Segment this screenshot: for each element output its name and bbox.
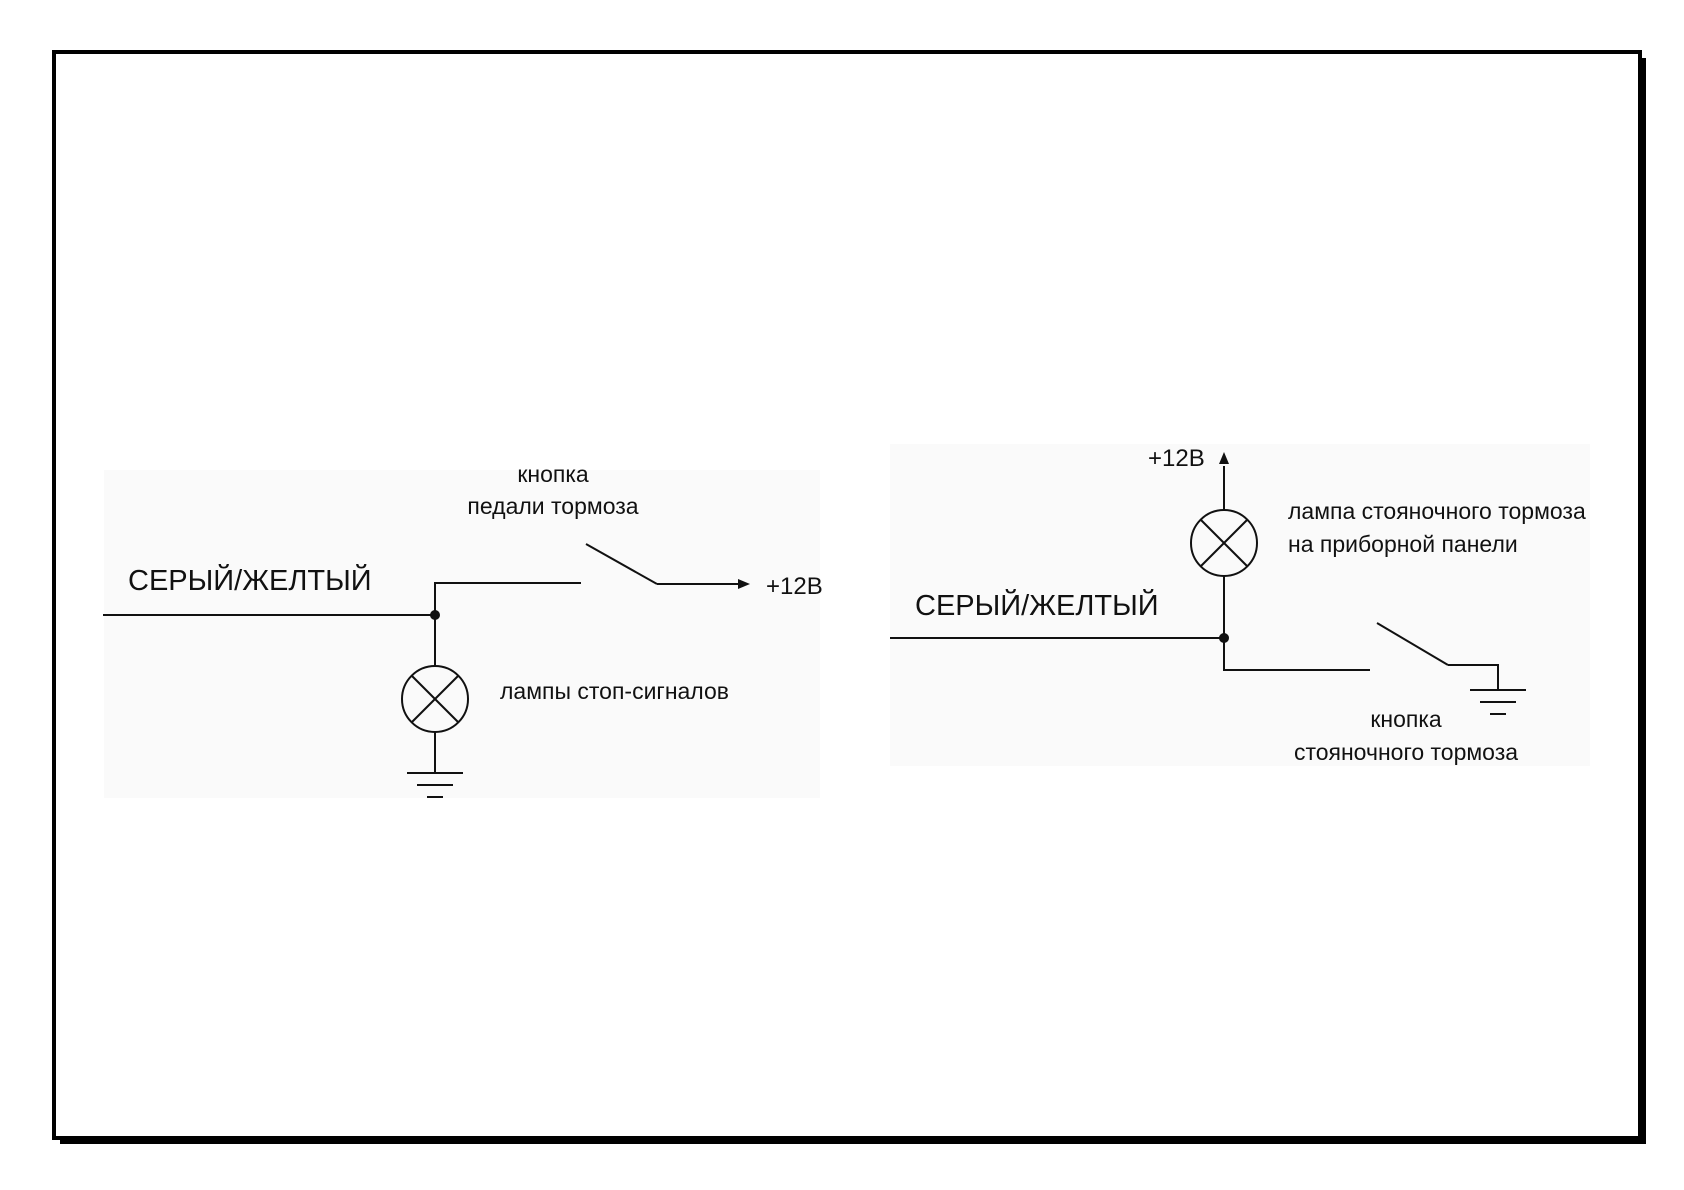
left-supply-label: +12В — [766, 573, 823, 600]
right-supply-label: +12В — [1148, 445, 1205, 472]
right-ground-icon — [1470, 689, 1526, 715]
left-switch-label-line2: педали тормоза — [467, 493, 638, 519]
right-lamp-label-line2: на приборной панели — [1288, 531, 1518, 557]
right-switch-label-line1: кнопка — [1370, 706, 1442, 732]
right-supply-arrow-icon — [1219, 452, 1229, 464]
left-switch-wire — [434, 582, 581, 615]
right-wire-label: СЕРЫЙ/ЖЕЛТЫЙ — [915, 588, 1159, 622]
right-switch-wire — [1223, 638, 1370, 671]
left-diagram: СЕРЫЙ/ЖЕЛТЫЙ +12В кнопка педали тормоза … — [103, 461, 823, 798]
right-diagram-panel — [890, 444, 1590, 766]
left-diagram-panel — [104, 470, 820, 798]
left-switch-label-line1: кнопка — [517, 461, 589, 487]
right-switch-label-line2: стояночного тормоза — [1294, 739, 1518, 765]
right-switch-blade — [1376, 622, 1449, 666]
left-wire-label: СЕРЫЙ/ЖЕЛТЫЙ — [128, 563, 372, 597]
right-lamp-label-line1: лампа стояночного тормоза — [1288, 498, 1586, 524]
left-supply-arrow-icon — [738, 579, 750, 589]
left-lamp-label: лампы стоп-сигналов — [500, 678, 729, 704]
right-ground-wire — [1448, 664, 1499, 690]
right-diagram: СЕРЫЙ/ЖЕЛТЫЙ +12В лампа стояночного торм… — [890, 445, 1586, 765]
left-switch-blade — [585, 543, 658, 585]
left-ground-icon — [407, 772, 463, 798]
